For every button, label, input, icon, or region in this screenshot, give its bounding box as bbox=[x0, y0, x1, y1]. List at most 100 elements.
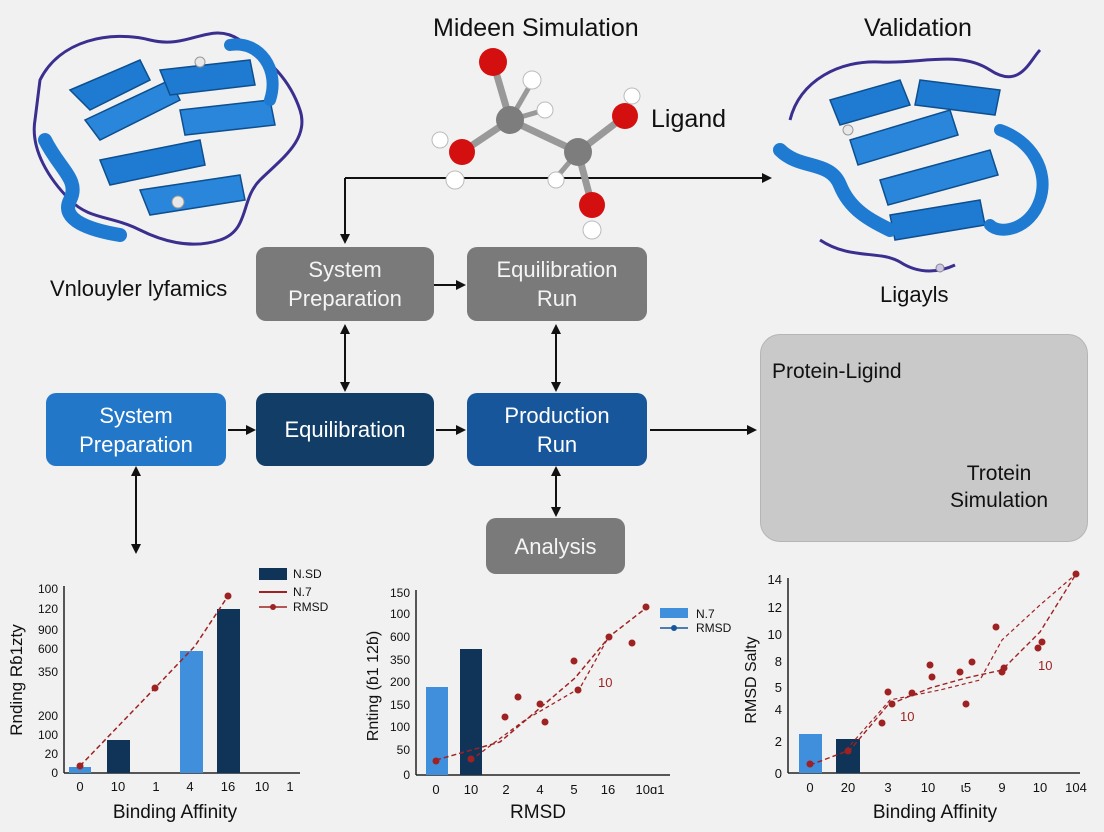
chart-binding-affinity-1: 0 20 100 200 350 600 900 120 100 0 10 1 … bbox=[7, 567, 329, 823]
chart2-ytick: 150 bbox=[390, 586, 410, 600]
chart3-point bbox=[926, 661, 934, 669]
chart3-y-ticks: 0 2 4 5 8 10 12 14 bbox=[768, 572, 782, 781]
chart3-xtick: 9 bbox=[998, 780, 1005, 795]
chart3-ytick: 2 bbox=[775, 734, 782, 749]
chart3-point bbox=[992, 623, 1000, 631]
chart1-ytick: 200 bbox=[38, 709, 58, 723]
chart1-xtick: 0 bbox=[76, 779, 83, 794]
chart3-ylabel: RMSD Salty bbox=[743, 636, 760, 723]
caption-right-protein: Ligayls bbox=[880, 282, 949, 307]
chart2-legend-n7: N.7 bbox=[696, 607, 715, 621]
chart2-xtick: 4 bbox=[536, 782, 543, 797]
chart1-xlabel: Binding Affinity bbox=[113, 802, 238, 823]
chart2-point bbox=[628, 639, 636, 647]
box-production-run[interactable]: Production Run bbox=[467, 393, 647, 466]
box-equilibration[interactable]: Equilibration bbox=[256, 393, 434, 466]
chart1-ylabel: Rnding Rɓ1zty bbox=[7, 624, 26, 736]
chart2-rmsd-trend-2 bbox=[470, 637, 609, 761]
chart3-x-ticks: 0 20 3 10 ɩ5 9 10 104 bbox=[806, 780, 1086, 795]
chart2-point bbox=[432, 757, 440, 765]
title-validation: Validation bbox=[864, 14, 972, 42]
chart2-ytick: 0 bbox=[403, 768, 410, 782]
chart2-ytick: 100 bbox=[390, 607, 410, 621]
chart2-xtick: 0 bbox=[432, 782, 439, 797]
chart3-point bbox=[806, 760, 814, 768]
caption-left-protein: Vnlouyler lyfamics bbox=[50, 276, 228, 301]
chart1-ytick: 0 bbox=[51, 766, 58, 780]
chart3-point bbox=[878, 719, 886, 727]
chart1-ytick: 100 bbox=[38, 728, 58, 742]
chart2-point bbox=[467, 755, 475, 763]
chart1-xtick: 10 bbox=[255, 779, 269, 794]
chart1-rmsd-point bbox=[224, 592, 232, 600]
chart-rmsd-2: 0 50 100 150 200 350 600 100 150 0 10 2 … bbox=[365, 586, 732, 823]
protein-ligand-panel bbox=[760, 334, 1088, 542]
protein-right-illustration bbox=[773, 48, 1049, 273]
chart3-ytick: 10 bbox=[768, 627, 782, 642]
chart2-point bbox=[605, 633, 613, 641]
chart3-xtick: 104 bbox=[1065, 780, 1087, 795]
chart2-xtick: 16 bbox=[601, 782, 615, 797]
title-mid-simulation: Mideen Simulation bbox=[433, 14, 639, 42]
chart3-ytick: 5 bbox=[775, 680, 782, 695]
chart2-point bbox=[574, 686, 582, 694]
chart2-annotation: 10 bbox=[598, 675, 612, 690]
chart1-ytick: 20 bbox=[45, 747, 59, 761]
chart3-bar-nsd-20 bbox=[836, 739, 860, 773]
chart1-ytick: 120 bbox=[38, 602, 58, 616]
chart3-point bbox=[1000, 664, 1008, 672]
chart2-xlabel: RMSD bbox=[510, 802, 566, 823]
chart1-ytick: 100 bbox=[38, 582, 58, 596]
chart1-bar-nsd-10 bbox=[107, 740, 130, 773]
chart1-y-ticks: 0 20 100 200 350 600 900 120 100 bbox=[38, 582, 58, 780]
chart2-ytick: 350 bbox=[390, 653, 410, 667]
panel-subtitle: Trotein Simulation bbox=[950, 462, 1049, 512]
chart1-rmsd-point bbox=[76, 762, 84, 770]
chart2-x-ticks: 0 10 2 4 5 16 10ɑ1 bbox=[432, 782, 664, 797]
ligand-molecule-top bbox=[431, 48, 641, 240]
chart1-ytick: 350 bbox=[38, 665, 58, 679]
chart3-xtick: ɩ5 bbox=[961, 780, 971, 795]
chart3-trend-2 bbox=[845, 573, 1077, 751]
chart3-point bbox=[1034, 644, 1042, 652]
chart1-bar-n7-0 bbox=[69, 767, 91, 773]
chart2-legend: N.7 RMSD bbox=[660, 607, 732, 635]
chart3-point bbox=[1072, 570, 1080, 578]
box-system-preparation[interactable]: System Preparation bbox=[46, 393, 226, 466]
chart2-point bbox=[501, 713, 509, 721]
chart1-legend-n7: N.7 bbox=[293, 585, 312, 599]
chart3-point bbox=[968, 658, 976, 666]
chart2-point bbox=[536, 700, 544, 708]
chart2-legend-rmsd: RMSD bbox=[696, 621, 732, 635]
chart3-point bbox=[884, 688, 892, 696]
chart2-bar-rmsd-10 bbox=[460, 649, 482, 775]
chart3-xlabel: Binding Affinity bbox=[873, 802, 998, 823]
chart1-xtick: 1 bbox=[152, 779, 159, 794]
chart3-xtick: 3 bbox=[884, 780, 891, 795]
box-system-preparation-top[interactable]: System Preparation bbox=[256, 247, 434, 321]
chart2-axes bbox=[415, 590, 670, 776]
chart1-bar-n7-4 bbox=[180, 651, 203, 773]
chart1-legend-nsd: N.SD bbox=[293, 567, 322, 581]
protein-left-illustration bbox=[32, 31, 304, 246]
chart3-xtick: 10 bbox=[921, 780, 935, 795]
chart1-xtick: 16 bbox=[221, 779, 235, 794]
chart2-point bbox=[514, 693, 522, 701]
chart3-xtick: 10 bbox=[1033, 780, 1047, 795]
chart1-xtick: 4 bbox=[186, 779, 193, 794]
chart3-point bbox=[844, 747, 852, 755]
chart1-legend-swatch-nsd bbox=[259, 568, 287, 580]
box-equilibration-run-top[interactable]: Equilibration Run bbox=[467, 247, 647, 321]
chart2-rmsd-trend bbox=[435, 607, 647, 761]
box-analysis[interactable]: Analysis bbox=[486, 518, 625, 574]
chart2-legend-swatch-n7 bbox=[660, 608, 688, 618]
chart1-ytick: 900 bbox=[38, 623, 58, 637]
chart1-xtick: 1 bbox=[286, 779, 293, 794]
chart3-point bbox=[908, 689, 916, 697]
chart2-xtick: 10 bbox=[464, 782, 478, 797]
chart3-annotation-1: 10 bbox=[900, 709, 914, 724]
chart1-rmsd-line bbox=[79, 595, 229, 767]
chart1-bar-nsd-16 bbox=[217, 609, 240, 773]
chart3-point bbox=[888, 700, 896, 708]
chart1-xtick: 10 bbox=[111, 779, 125, 794]
